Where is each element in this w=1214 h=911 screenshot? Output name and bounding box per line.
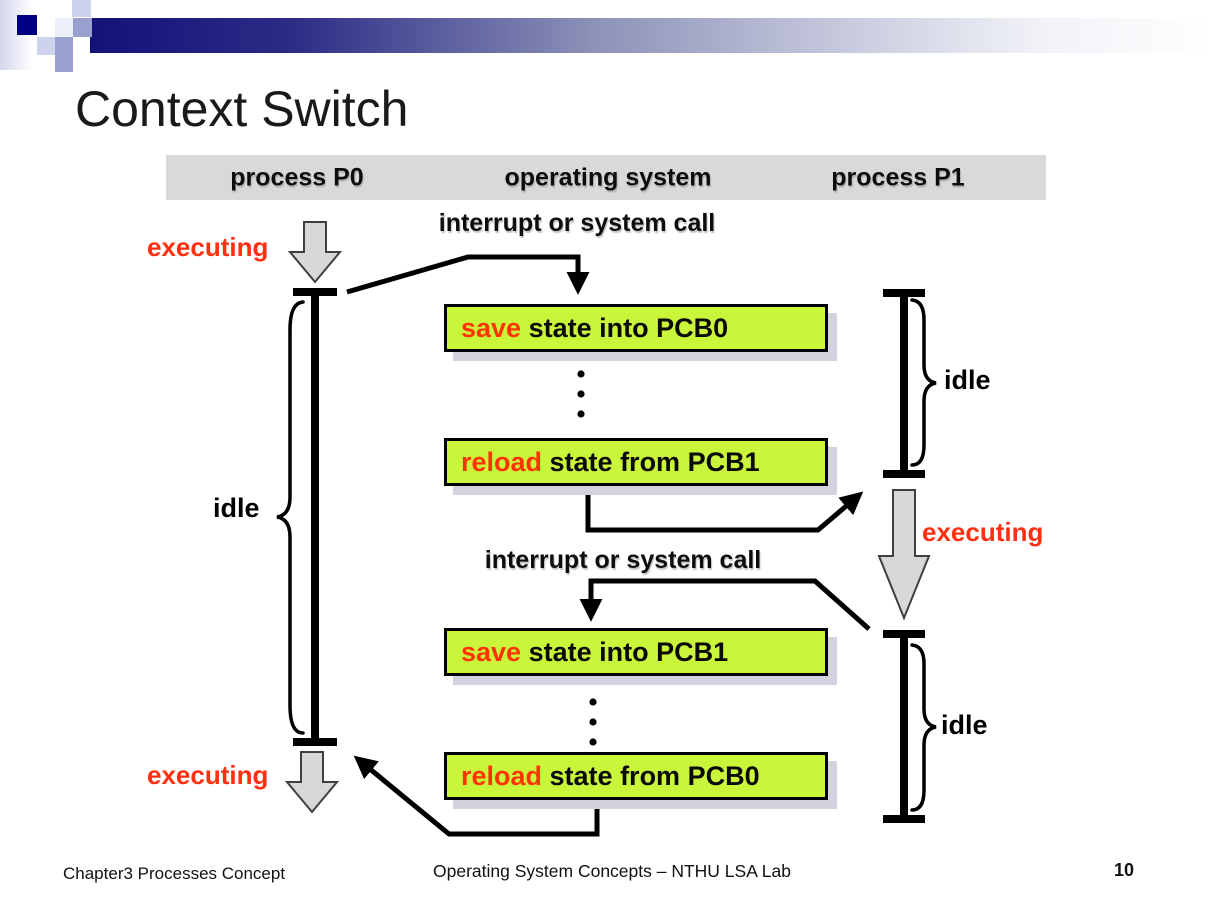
executing-arrow-p1-icon [877, 489, 931, 621]
executing-label-p1: executing [922, 517, 1044, 547]
page-number: 10 [1114, 860, 1135, 880]
column-process-p1: process P1 [831, 163, 965, 191]
column-header-bar: process P0 operating system process P1 [166, 155, 1046, 200]
ellipsis-dots-upper [577, 370, 585, 418]
timeline-p1-upper [883, 289, 925, 478]
banner-gradient-strip [0, 0, 33, 70]
idle-brace-p0 [276, 300, 305, 735]
executing-label-p0-top: executing [147, 232, 269, 262]
idle-brace-p1-upper [910, 298, 937, 467]
action-word: reload [461, 446, 543, 477]
footer-course: Operating System Concepts – NTHU LSA Lab [433, 861, 791, 881]
connector-reload-pcb1-to-p1 [585, 484, 864, 533]
timeline-p0 [293, 288, 337, 746]
action-box-reload-pcb1: reload state from PCB1 [444, 438, 828, 486]
page-title: Context Switch [75, 81, 409, 137]
action-rest: state from PCB1 [542, 446, 760, 477]
action-box-reload-pcb0: reload state from PCB0 [444, 752, 828, 800]
banner-square-lavender [72, 0, 91, 17]
action-rest: state into PCB0 [521, 312, 729, 343]
executing-label-p0-bottom: executing [147, 760, 269, 790]
connector-interrupt1-to-save-pcb0 [346, 254, 590, 295]
column-operating-system: operating system [504, 163, 712, 191]
action-box-save-pcb1: save state into PCB1 [444, 628, 828, 676]
idle-brace-p1-lower [910, 643, 937, 812]
action-box-save-pcb0: save state into PCB0 [444, 304, 828, 352]
footer-chapter: Chapter3 Processes Concept [63, 864, 286, 883]
interrupt-label-top: interrupt or system call [438, 209, 716, 237]
banner-square-periwinkle [55, 37, 73, 55]
banner-square-periwinkle [55, 55, 73, 72]
action-rest: state from PCB0 [542, 760, 760, 791]
action-rest: state into PCB1 [521, 636, 729, 667]
column-process-p0: process P0 [230, 163, 364, 191]
banner-square-periwinkle [73, 18, 92, 37]
interrupt-label-bottom: interrupt or system call [484, 546, 762, 574]
ellipsis-dots-lower [589, 698, 597, 746]
connector-reload-pcb0-to-p0 [353, 755, 600, 837]
banner-square-navy [17, 15, 37, 35]
timeline-p1-lower [883, 630, 925, 823]
executing-arrow-p0-bottom-icon [284, 751, 340, 814]
banner-square-lavender [37, 37, 55, 55]
connector-interrupt2-to-save-pcb1 [579, 578, 871, 631]
action-word: save [461, 636, 522, 667]
idle-label-p1-bottom: idle [941, 710, 988, 740]
idle-label-p1-top: idle [944, 365, 991, 395]
idle-label-p0: idle [213, 493, 260, 523]
action-word: save [461, 312, 522, 343]
banner-square-pale [55, 18, 73, 37]
executing-arrow-p0-top-icon [287, 221, 343, 284]
banner-gradient-bar [90, 18, 1214, 53]
action-word: reload [461, 760, 543, 791]
